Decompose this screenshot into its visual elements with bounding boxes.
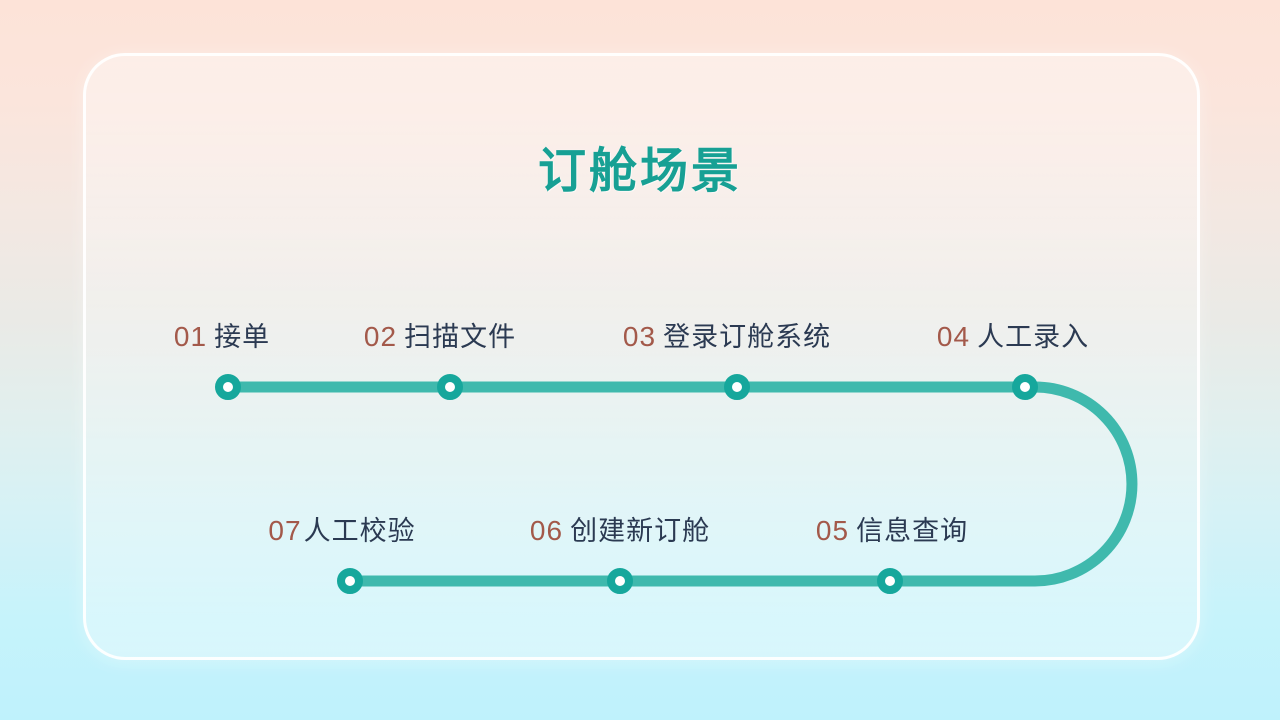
flow-step-07-label: 人工校验 bbox=[303, 516, 416, 546]
flow-step-04-label: 人工录入 bbox=[977, 322, 1090, 352]
page-title: 订舱场景 bbox=[537, 145, 742, 198]
flow-node-04 bbox=[1012, 374, 1038, 400]
flow-step-07-number: 07 bbox=[268, 515, 302, 546]
flow-step-06-label: 创建新订舱 bbox=[570, 516, 711, 546]
flow-step-06-number: 06 bbox=[529, 515, 564, 546]
flow-step-03-label: 登录订舱系统 bbox=[663, 322, 832, 352]
flow-node-02 bbox=[437, 374, 463, 400]
flow-node-01 bbox=[215, 374, 241, 400]
flow-step-04-number: 04 bbox=[936, 321, 971, 352]
flow-node-05 bbox=[877, 568, 903, 594]
flow-step-02-label: 扫描文件 bbox=[404, 322, 517, 352]
flow-step-07[interactable]: 07人工校验 bbox=[268, 517, 415, 545]
flow-step-05-number: 05 bbox=[815, 515, 850, 546]
flow-step-05-label: 信息查询 bbox=[856, 516, 969, 546]
flow-node-07 bbox=[337, 568, 363, 594]
flow-step-01-number: 01 bbox=[173, 321, 208, 352]
flow-step-01-label: 接单 bbox=[214, 322, 271, 352]
flow-node-06 bbox=[607, 568, 633, 594]
flow-node-03 bbox=[724, 374, 750, 400]
flow-step-02-number: 02 bbox=[363, 321, 398, 352]
flow-step-03-number: 03 bbox=[622, 321, 657, 352]
